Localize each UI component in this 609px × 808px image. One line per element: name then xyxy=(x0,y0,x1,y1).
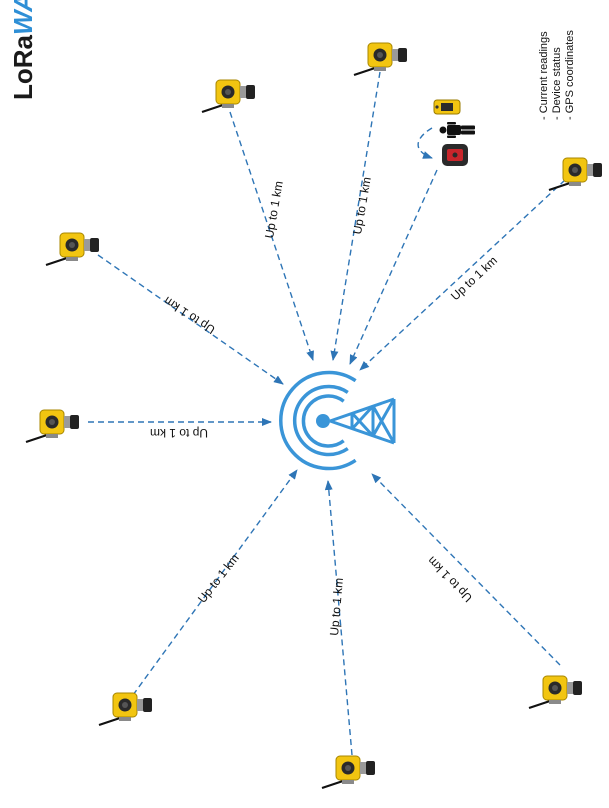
link-line xyxy=(229,111,314,361)
gas-sensor-icon xyxy=(201,79,255,114)
link-line xyxy=(371,473,561,666)
worker-icon xyxy=(439,122,475,138)
link-line xyxy=(97,254,284,385)
link-line xyxy=(349,169,438,365)
sensors-group xyxy=(25,42,602,790)
link-line xyxy=(132,469,298,696)
logo-text-lora: LoRa xyxy=(8,35,38,100)
link-label: Up to 1 km xyxy=(149,426,208,440)
link-line xyxy=(330,71,381,361)
gas-sensor-icon xyxy=(25,409,79,444)
info-item: - GPS coordinates xyxy=(564,30,576,120)
info-item: - Device status xyxy=(551,47,563,120)
gas-sensor-icon xyxy=(528,675,582,710)
handheld-detector-icon xyxy=(433,99,461,115)
link-line xyxy=(359,179,566,371)
portable-tracker-icon xyxy=(442,144,468,166)
gas-sensor-icon xyxy=(548,157,602,192)
info-list: - Current readings - Device status - GPS… xyxy=(538,30,577,120)
gas-sensor-icon xyxy=(321,755,375,790)
links xyxy=(88,71,566,756)
info-item: - Current readings xyxy=(538,31,550,120)
logo-text-wan: WA xyxy=(8,0,38,35)
gas-sensor-icon xyxy=(45,232,99,267)
lorawan-logo: LoRaWA xyxy=(8,0,39,100)
mobile-worker-group xyxy=(433,99,475,166)
gas-sensor-icon xyxy=(353,42,407,77)
link-line xyxy=(324,480,353,756)
link-line xyxy=(417,127,433,159)
gas-sensor-icon xyxy=(98,692,152,727)
gateway-tower-icon xyxy=(279,370,396,471)
